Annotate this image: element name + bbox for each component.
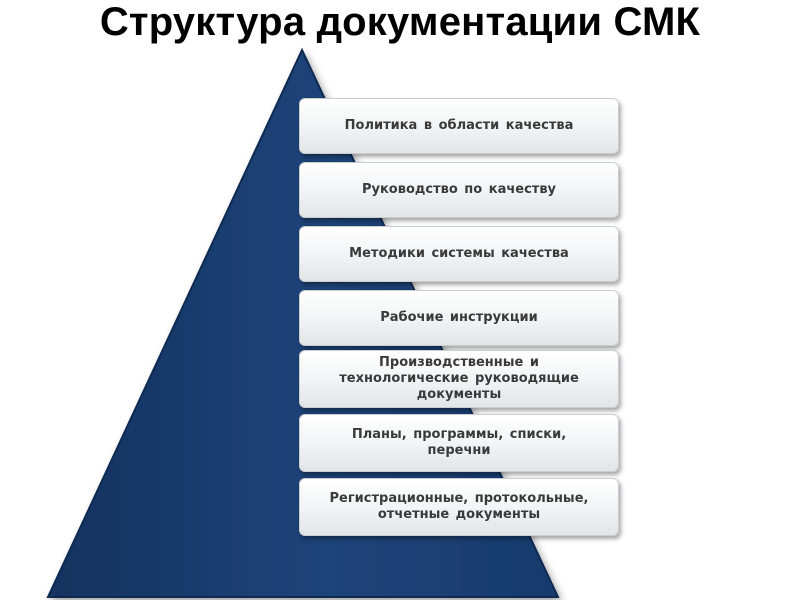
slide-title: Структура документации СМК (99, 0, 701, 44)
level-quality-policy: Политика в области качества (299, 98, 619, 154)
level-production-documents: Производственные и технологические руков… (299, 350, 619, 408)
level-work-instructions: Рабочие инструкции (299, 290, 619, 346)
level-records-documents: Регистрационные, протокольные, отчетные … (299, 478, 619, 536)
level-plans-programs: Планы, программы, списки, перечни (299, 414, 619, 472)
level-quality-manual: Руководство по качеству (299, 162, 619, 218)
level-quality-methods: Методики системы качества (299, 226, 619, 282)
